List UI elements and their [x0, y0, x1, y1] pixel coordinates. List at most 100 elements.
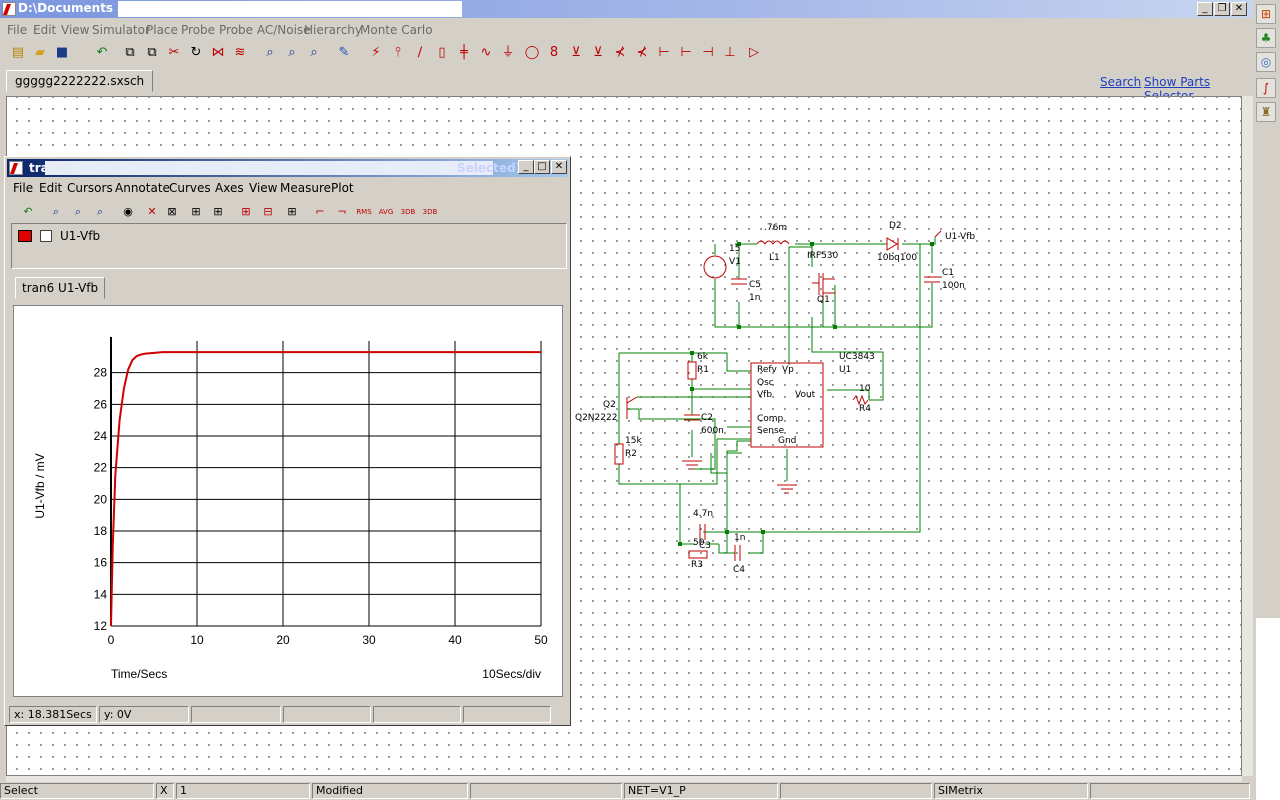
- graph-minimize-button[interactable]: _: [518, 160, 534, 174]
- search-link[interactable]: Search: [1100, 75, 1142, 89]
- port-icon[interactable]: ⊥: [724, 45, 736, 60]
- resistor-icon[interactable]: ▯: [438, 45, 446, 60]
- restore-button[interactable]: ❐: [1214, 2, 1230, 16]
- graph-delete-icon[interactable]: ✕: [147, 205, 157, 218]
- menu-view[interactable]: View: [61, 23, 90, 37]
- graph-3db-high-button[interactable]: 3DB: [422, 208, 438, 216]
- graph-label-icon[interactable]: ⊠: [167, 205, 177, 218]
- graph-tab[interactable]: tran6 U1-Vfb: [15, 277, 106, 299]
- tool-icon[interactable]: ♜: [1256, 102, 1276, 122]
- graph-menu-view[interactable]: View: [249, 181, 278, 195]
- menu-edit[interactable]: Edit: [33, 23, 57, 37]
- open-icon[interactable]: ▰: [35, 45, 45, 60]
- u1-label: U1: [839, 365, 852, 375]
- pnp-icon[interactable]: ⊻: [593, 45, 603, 60]
- flip-icon[interactable]: ≋: [234, 45, 246, 60]
- menu-place[interactable]: Place: [146, 23, 178, 37]
- graph-menu-cursors[interactable]: Cursors: [67, 181, 113, 195]
- x-tick-label: 40: [448, 633, 462, 647]
- voltage-source-icon[interactable]: ◯: [524, 45, 540, 60]
- graph-fit-icon[interactable]: ⊞: [287, 205, 297, 218]
- graph-fall-icon[interactable]: ¬: [337, 205, 347, 218]
- graph-zoom-fit-icon[interactable]: ⌕: [52, 205, 60, 218]
- graph-zoom-out-icon[interactable]: ⌕: [96, 205, 104, 218]
- capacitor-icon[interactable]: ╪: [460, 45, 468, 60]
- graph-maximize-button[interactable]: □: [534, 160, 550, 174]
- q2-part: Q2N2222: [575, 413, 618, 423]
- graph-menu-measure[interactable]: Measure: [280, 181, 331, 195]
- graph-undo-icon[interactable]: ↶: [23, 205, 33, 218]
- zoom-fit-icon[interactable]: ⌕: [266, 45, 274, 60]
- jfet-p-icon[interactable]: ⊢: [680, 45, 692, 60]
- nmos-icon[interactable]: ⊀: [614, 45, 626, 60]
- menu-monte-carlo[interactable]: Monte Carlo: [360, 23, 433, 37]
- vertical-scrollbar[interactable]: [1242, 96, 1253, 776]
- graph-rise-icon[interactable]: ⌐: [315, 205, 325, 218]
- graph-rms-button[interactable]: RMS: [356, 208, 372, 216]
- pen-icon[interactable]: ∕: [417, 45, 423, 60]
- menu-probe[interactable]: Probe: [181, 23, 216, 37]
- document-tabs: ggggg2222222.sxsch Search Show Parts Sel…: [0, 66, 1253, 103]
- new-icon[interactable]: ▤: [11, 45, 25, 60]
- rotate-icon[interactable]: ↻: [190, 45, 202, 60]
- diode-icon[interactable]: ⫯: [395, 45, 401, 60]
- graph-menu-edit[interactable]: Edit: [39, 181, 63, 195]
- minimize-button[interactable]: _: [1197, 2, 1213, 16]
- simetrix-icon[interactable]: ∫: [1256, 78, 1276, 98]
- windows-icon[interactable]: ⊞: [1256, 4, 1276, 24]
- graph-menu-axes[interactable]: Axes: [215, 181, 244, 195]
- jfet-icon[interactable]: ⊢: [658, 45, 670, 60]
- probe-icon[interactable]: ⚡: [371, 45, 381, 60]
- graph-view-icon[interactable]: ◉: [123, 205, 133, 218]
- current-source-icon[interactable]: 8: [549, 45, 559, 60]
- cut-icon[interactable]: ✂: [168, 45, 180, 60]
- graph-avg-button[interactable]: AVG: [378, 208, 394, 216]
- graph-menu-curves[interactable]: Curves: [169, 181, 211, 195]
- menu-hierarchy[interactable]: Hierarchy: [304, 23, 363, 37]
- status-panel-6: [780, 783, 932, 799]
- menu-file[interactable]: File: [7, 23, 28, 37]
- inductor-icon[interactable]: ∿: [480, 45, 492, 60]
- u1-pin-sense: Sense: [757, 426, 785, 436]
- d2-value: 10bq100: [877, 253, 918, 263]
- tree-icon[interactable]: ♣: [1256, 28, 1276, 48]
- menu-simulator[interactable]: Simulator: [92, 23, 150, 37]
- pmos-icon[interactable]: ⊀: [636, 45, 648, 60]
- graph-menu-annotate[interactable]: Annotate: [115, 181, 170, 195]
- graph-title-bar[interactable]: tran6 Selected) _ □ ✕: [7, 159, 568, 177]
- undo-icon[interactable]: ↶: [96, 45, 108, 60]
- paste-icon[interactable]: ⧉: [147, 45, 157, 60]
- graph-zoom-in-icon[interactable]: ⌕: [74, 205, 82, 218]
- graph-menu-plot[interactable]: Plot: [331, 181, 354, 195]
- tab-schematic[interactable]: ggggg2222222.sxsch: [6, 70, 154, 92]
- zoom-in-icon[interactable]: ⌕: [310, 45, 318, 60]
- graph-close-button[interactable]: ✕: [551, 160, 567, 174]
- window-title: D:\Documents an: [18, 1, 134, 15]
- r4-label: R4: [859, 404, 871, 414]
- c4-value: 1n: [734, 533, 746, 543]
- wire-icon[interactable]: ✎: [338, 45, 350, 60]
- graph-grid-icon[interactable]: ⊞: [191, 205, 201, 218]
- graph-new-grid-icon[interactable]: ⊞: [241, 205, 251, 218]
- opamp-icon[interactable]: ▷: [749, 45, 759, 60]
- graph-title-redacted: [45, 161, 493, 175]
- graph-status-panel-5: [373, 706, 461, 723]
- graph-3db-low-button[interactable]: 3DB: [400, 208, 416, 216]
- npn-icon[interactable]: ⊻: [571, 45, 581, 60]
- chrome-icon[interactable]: ◎: [1256, 52, 1276, 72]
- graph-menu-file[interactable]: File: [13, 181, 34, 195]
- terminal-icon[interactable]: ⊣: [702, 45, 714, 60]
- graph-axis-icon[interactable]: ⊞: [213, 205, 223, 218]
- graph-stack-icon[interactable]: ⊟: [263, 205, 273, 218]
- legend-checkbox[interactable]: [40, 230, 52, 242]
- horizontal-scrollbar[interactable]: [6, 776, 1242, 782]
- status-modified: Modified: [312, 783, 468, 799]
- save-icon[interactable]: ■: [55, 45, 69, 60]
- copy-icon[interactable]: ⧉: [125, 45, 135, 60]
- menu-probe-ac-noise[interactable]: Probe AC/Noise: [219, 23, 311, 37]
- ground-icon[interactable]: ⏚: [501, 45, 515, 60]
- mirror-icon[interactable]: ⋈: [211, 45, 225, 60]
- zoom-out-icon[interactable]: ⌕: [288, 45, 296, 60]
- close-button[interactable]: ✕: [1231, 2, 1247, 16]
